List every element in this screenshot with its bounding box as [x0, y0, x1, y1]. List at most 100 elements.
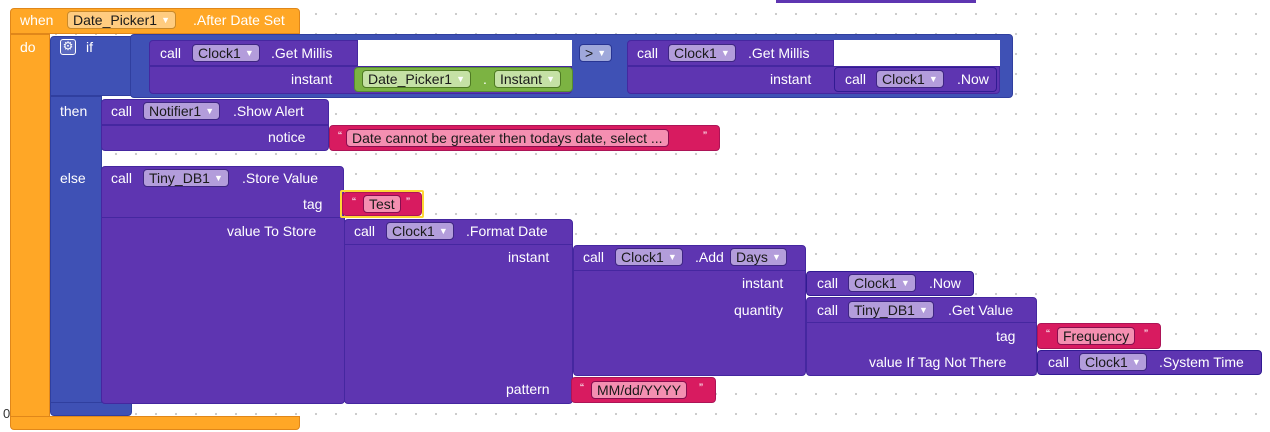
get-millis-left-call: call	[160, 45, 182, 61]
show-alert-component-dropdown[interactable]: Notifier1 ▼	[143, 102, 221, 120]
get-millis-right-cutout	[834, 40, 1000, 66]
get-millis-left-component: Clock1	[198, 45, 241, 61]
store-value-tag-label: tag	[303, 196, 323, 212]
store-value-call: call	[111, 170, 133, 186]
chevron-down-icon: ▼	[919, 305, 928, 315]
chevron-down-icon: ▼	[928, 74, 938, 84]
add-days-call: call	[583, 249, 605, 265]
format-date-block-body[interactable]	[344, 244, 573, 404]
get-value-default-label: value If Tag Not There	[869, 354, 1007, 370]
store-value-block-arm[interactable]	[101, 217, 345, 404]
get-millis-left-cutout	[358, 40, 572, 66]
clock-now-method: .Now	[929, 275, 961, 291]
get-millis-left-method: .Get Millis	[271, 45, 333, 61]
getter-component-dropdown[interactable]: Date_Picker1 ▼	[362, 70, 472, 88]
format-date-component: Clock1	[392, 223, 435, 239]
system-time-method: .System Time	[1159, 354, 1244, 370]
show-alert-component: Notifier1	[149, 103, 202, 119]
add-days-unit: Days	[736, 249, 768, 265]
if-label: if	[86, 39, 93, 55]
open-quote-icon: “	[338, 129, 342, 143]
else-label: else	[60, 170, 86, 186]
close-quote-icon: ”	[406, 195, 410, 209]
when-label: when	[20, 12, 54, 28]
selection-outline	[340, 190, 424, 218]
event-component-dropdown[interactable]: Date_Picker1 ▼	[67, 11, 177, 29]
clock-now-call: call	[817, 275, 839, 291]
offscreen-block-edge	[776, 0, 976, 3]
get-value-component-dropdown[interactable]: Tiny_DB1 ▼	[848, 301, 934, 319]
close-quote-icon: ”	[1144, 327, 1148, 341]
compare-operator-value: >	[585, 45, 594, 61]
clock-now-component: Clock1	[854, 275, 897, 291]
get-millis-right-method: .Get Millis	[748, 45, 810, 61]
close-quote-icon: ”	[703, 129, 707, 143]
if-block-arm[interactable]	[50, 96, 102, 410]
store-value-component: Tiny_DB1	[149, 170, 210, 186]
chevron-down-icon: ▼	[244, 48, 254, 58]
get-millis-right-component-dropdown[interactable]: Clock1 ▼	[668, 44, 736, 62]
getter-dot: .	[483, 71, 487, 87]
open-quote-icon: “	[352, 195, 356, 209]
get-value-component: Tiny_DB1	[854, 302, 915, 318]
format-date-method: .Format Date	[466, 223, 548, 239]
show-alert-block-body[interactable]	[101, 125, 329, 151]
format-date-pattern-label: pattern	[506, 381, 550, 397]
if-block-footer[interactable]	[50, 402, 132, 416]
get-value-method: .Get Value	[948, 302, 1014, 318]
show-alert-call: call	[111, 103, 133, 119]
chevron-down-icon: ▼	[597, 48, 607, 58]
system-time-component-dropdown[interactable]: Clock1 ▼	[1079, 353, 1147, 371]
compare-operator-dropdown[interactable]: > ▼	[579, 44, 613, 62]
add-days-instant-label: instant	[742, 275, 784, 291]
open-quote-icon: “	[1046, 327, 1050, 341]
chevron-down-icon: ▼	[205, 106, 215, 116]
store-value-component-dropdown[interactable]: Tiny_DB1 ▼	[143, 169, 229, 187]
format-date-block-header[interactable]	[344, 219, 573, 245]
get-value-tag-label: tag	[996, 328, 1016, 344]
system-time-call: call	[1048, 354, 1070, 370]
add-days-unit-dropdown[interactable]: Days ▼	[730, 248, 787, 266]
close-quote-icon: ”	[699, 381, 703, 395]
format-date-instant-label: instant	[508, 249, 550, 265]
clock-now-component-dropdown[interactable]: Clock1 ▼	[848, 274, 916, 292]
chevron-down-icon: ▼	[546, 74, 556, 84]
chevron-down-icon: ▼	[720, 48, 730, 58]
get-millis-right-component: Clock1	[674, 45, 717, 61]
gear-icon[interactable]: ⚙	[60, 39, 76, 55]
getter-property-dropdown[interactable]: Instant ▼	[494, 70, 562, 88]
chevron-down-icon: ▼	[214, 173, 223, 183]
add-days-component-dropdown[interactable]: Clock1 ▼	[615, 248, 683, 266]
chevron-down-icon: ▼	[438, 226, 448, 236]
chevron-down-icon: ▼	[900, 278, 910, 288]
clock-now-right-call: call	[845, 71, 867, 87]
show-alert-method: .Show Alert	[233, 103, 304, 119]
system-time-block[interactable]	[1037, 350, 1262, 375]
pattern-value[interactable]: MM/dd/YYYY	[591, 381, 688, 399]
event-block-footer[interactable]	[10, 416, 300, 430]
store-value-value-label: value To Store	[227, 223, 317, 239]
getter-property: Instant	[500, 71, 543, 87]
event-block-arm[interactable]	[10, 34, 50, 418]
format-date-component-dropdown[interactable]: Clock1 ▼	[386, 222, 454, 240]
system-time-component: Clock1	[1085, 354, 1128, 370]
chevron-down-icon: ▼	[456, 74, 466, 84]
add-days-block-body[interactable]	[573, 270, 806, 376]
alert-message-value[interactable]: Date cannot be greater then todays date,…	[346, 129, 669, 147]
clock-now-right-component: Clock1	[882, 71, 925, 87]
getter-component: Date_Picker1	[368, 71, 453, 87]
chevron-down-icon: ▼	[161, 15, 171, 25]
get-value-block-body[interactable]	[806, 322, 1037, 376]
get-millis-left-component-dropdown[interactable]: Clock1 ▼	[192, 44, 260, 62]
clock-now-right-component-dropdown[interactable]: Clock1 ▼	[876, 70, 944, 88]
tag-test-value[interactable]: Test	[363, 195, 401, 213]
chevron-down-icon: ▼	[771, 252, 781, 262]
chevron-down-icon: ▼	[1131, 357, 1141, 367]
frequency-value[interactable]: Frequency	[1057, 327, 1136, 345]
format-date-call: call	[354, 223, 376, 239]
add-days-method: .Add	[695, 249, 724, 265]
open-quote-icon: “	[580, 381, 584, 395]
workspace-corner-mark: 0	[3, 406, 11, 421]
show-alert-notice-label: notice	[268, 129, 306, 145]
add-days-component: Clock1	[621, 249, 664, 265]
